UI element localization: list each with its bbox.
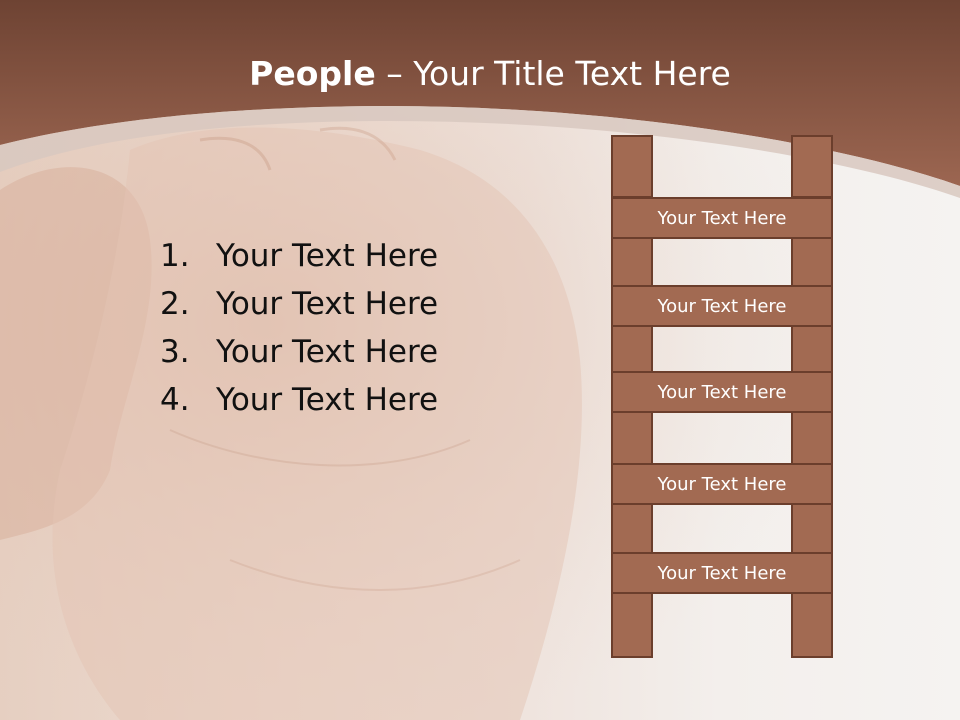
list-item-text: Your Text Here — [216, 382, 439, 418]
ladder-rung-3: Your Text Here — [611, 371, 833, 413]
list-item-text: Your Text Here — [216, 334, 439, 370]
ladder-left-rail-bottom — [611, 592, 653, 658]
list-item: 3. Your Text Here — [160, 328, 438, 376]
ladder-rung-5: Your Text Here — [611, 552, 833, 594]
ladder-right-rail-segment — [791, 237, 833, 287]
list-item: 1. Your Text Here — [160, 232, 438, 280]
ladder-left-rail-segment — [611, 325, 653, 373]
ladder-rung-4: Your Text Here — [611, 463, 833, 505]
ladder-right-rail-top — [791, 135, 833, 198]
numbered-list: 1. Your Text Here 2. Your Text Here 3. Your… — [160, 232, 438, 424]
list-item-text: Your Text Here — [216, 238, 439, 274]
ladder-right-rail-segment — [791, 411, 833, 465]
list-item-number: 3. — [160, 334, 190, 370]
ladder-right-rail-segment — [791, 325, 833, 373]
ladder-left-rail-top — [611, 135, 653, 198]
ladder-rung-1: Your Text Here — [611, 197, 833, 239]
slide-title: People – Your Title Text Here — [0, 52, 960, 96]
list-item: 2. Your Text Here — [160, 280, 438, 328]
ladder-right-rail-bottom — [791, 592, 833, 658]
ladder-rung-2: Your Text Here — [611, 285, 833, 327]
list-item-text: Your Text Here — [216, 286, 439, 322]
title-bold-text: People — [249, 54, 376, 93]
header-band — [0, 0, 960, 198]
ladder-left-rail-segment — [611, 503, 653, 554]
ladder-left-rail-segment — [611, 411, 653, 465]
list-item-number: 1. — [160, 238, 190, 274]
title-rest-text: – Your Title Text Here — [375, 54, 731, 93]
ladder-right-rail-segment — [791, 503, 833, 554]
list-item-number: 2. — [160, 286, 190, 322]
ladder-left-rail-segment — [611, 237, 653, 287]
list-item: 4. Your Text Here — [160, 376, 438, 424]
list-item-number: 4. — [160, 382, 190, 418]
